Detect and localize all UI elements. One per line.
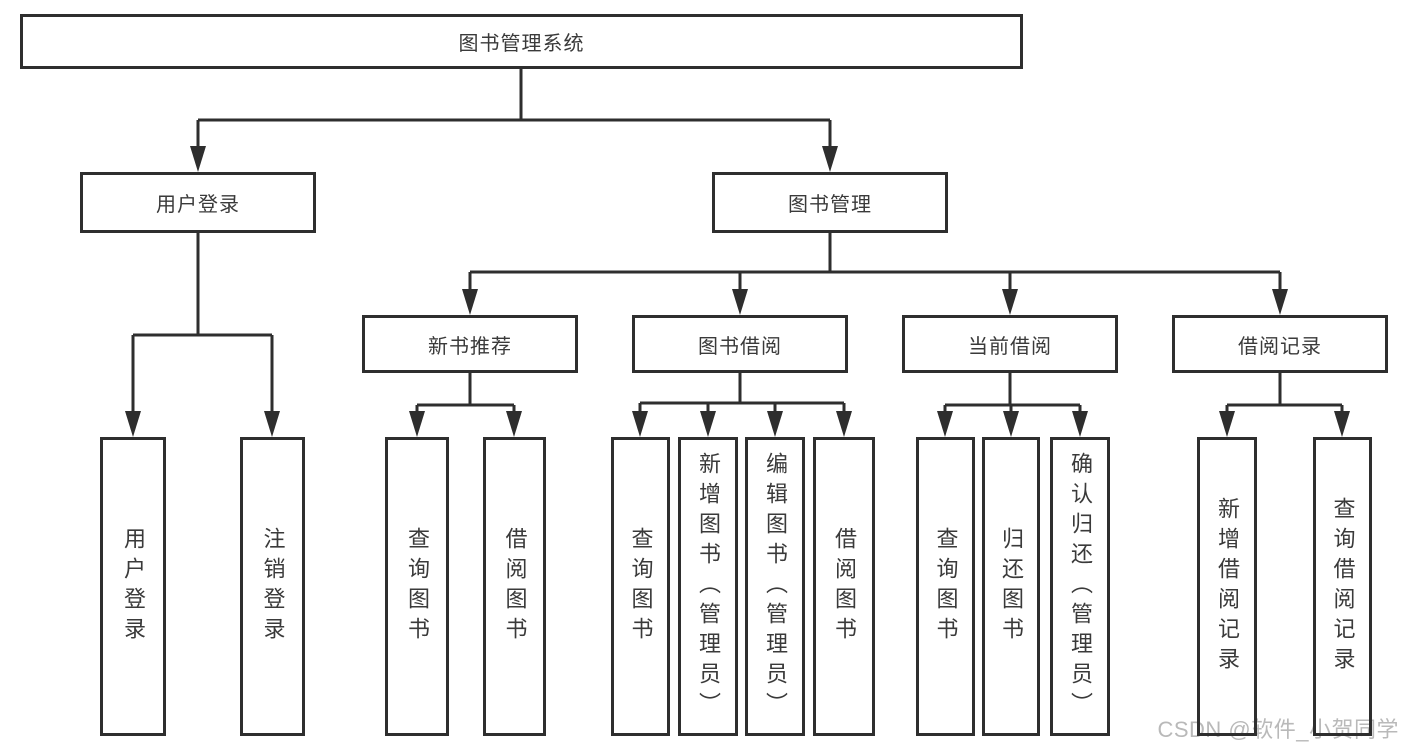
leaf-return-books: 归还图书	[982, 437, 1040, 736]
node-current-borrow: 当前借阅	[902, 315, 1118, 373]
arrowhead-icons	[125, 146, 1350, 437]
node-root-system: 图书管理系统	[20, 14, 1023, 69]
leaf-query-borrow-record: 查询借阅记录	[1313, 437, 1372, 736]
node-borrow-records: 借阅记录	[1172, 315, 1388, 373]
leaf-add-books-admin: 新增图书（管理员）	[678, 437, 738, 736]
leaf-add-borrow-record: 新增借阅记录	[1197, 437, 1257, 736]
csdn-watermark: CSDN @软件_小贺同学	[1157, 717, 1399, 742]
node-book-management: 图书管理	[712, 172, 948, 233]
leaf-query-books-recommend: 查询图书	[385, 437, 449, 736]
leaf-borrow-books: 借阅图书	[813, 437, 875, 736]
leaf-user-login: 用户登录	[100, 437, 166, 736]
leaf-query-books-borrow: 查询图书	[611, 437, 670, 736]
node-book-borrow: 图书借阅	[632, 315, 848, 373]
leaf-borrow-books-recommend: 借阅图书	[483, 437, 546, 736]
node-new-book-recommend: 新书推荐	[362, 315, 578, 373]
leaf-confirm-return-admin: 确认归还（管理员）	[1050, 437, 1110, 736]
leaf-edit-books-admin: 编辑图书（管理员）	[745, 437, 805, 736]
node-user-login: 用户登录	[80, 172, 316, 233]
leaf-logout: 注销登录	[240, 437, 305, 736]
leaf-query-books-current: 查询图书	[916, 437, 975, 736]
